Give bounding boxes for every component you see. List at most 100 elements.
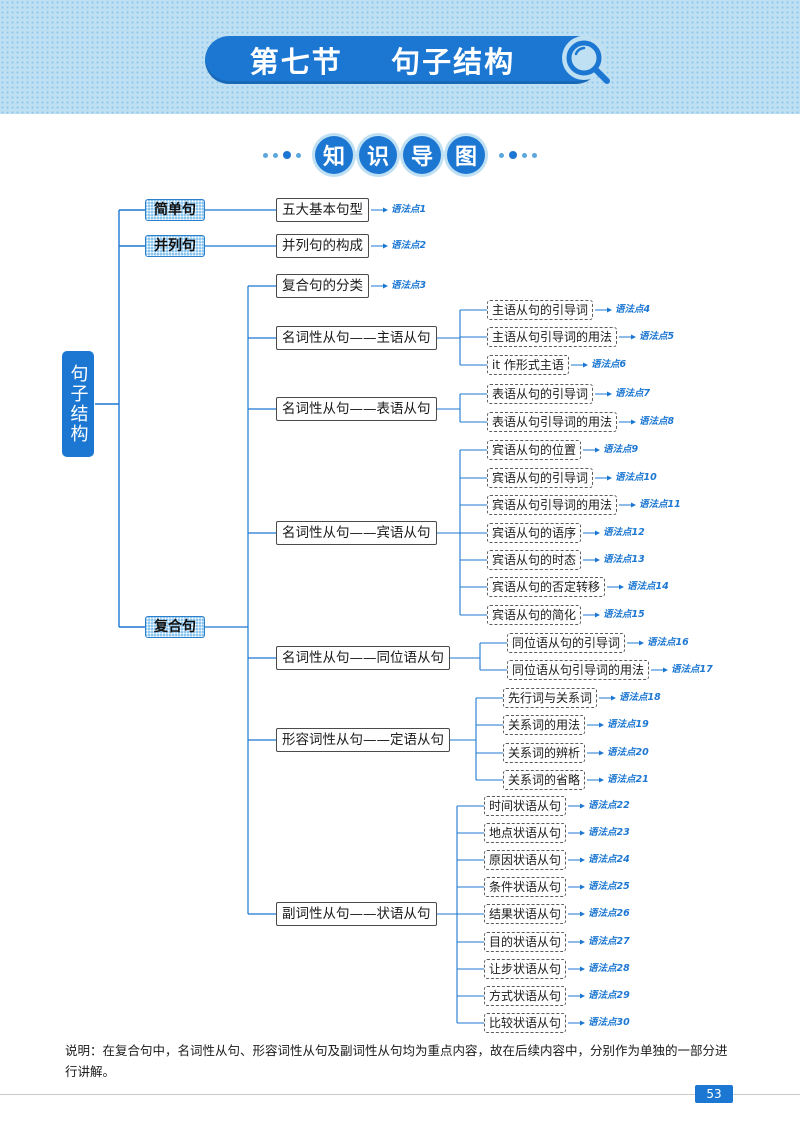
explanatory-note: 说明：在复合句中，名词性从句、形容词性从句及副词性从句均为重点内容，故在后续内容… [65,1040,737,1082]
magnifier-icon [562,36,610,84]
arrowhead-icon [583,362,588,368]
topic-node: 副词性从句——状语从句 [276,902,437,926]
grammar-point-ref: 语法点7 [615,388,651,399]
arrowhead-icon [580,884,585,890]
arrowhead-icon [619,584,624,590]
subtopic-node: 时间状语从句 [484,796,567,816]
topic-node: 名词性从句——主语从句 [276,326,437,350]
subtopic-node: 结果状语从句 [484,904,567,924]
subtopic-node: 宾语从句的时态 [487,550,582,570]
footer-rule [0,1094,800,1095]
grammar-point-ref: 语法点28 [588,963,630,974]
subtopic-node: 条件状语从句 [484,877,567,897]
arrowhead-icon [580,966,585,972]
decorative-dots-right [499,151,537,159]
topic-node: 形容词性从句——定语从句 [276,728,450,752]
subtopic-node: 比较状语从句 [484,1013,567,1033]
topic-node: 名词性从句——同位语从句 [276,646,450,670]
grammar-point-ref: 语法点25 [588,881,630,892]
subtopic-node: 主语从句引导词的用法 [487,327,618,347]
arrowhead-icon [607,475,612,481]
subtopic-node: 关系词的辨析 [503,743,586,763]
grammar-point-ref: 语法点18 [619,692,661,703]
heading-char: 知 [315,136,353,174]
grammar-point-ref: 语法点21 [607,774,649,785]
topic-node: 并列句的构成 [276,234,369,258]
grammar-point-ref: 语法点20 [607,747,649,758]
topic-node: 五大基本句型 [276,198,369,222]
grammar-point-ref: 语法点11 [639,499,681,510]
arrowhead-icon [595,557,600,563]
branch-node-1: 简单句 [145,199,205,221]
subtopic-node: 宾语从句引导词的用法 [487,495,618,515]
arrowhead-icon [580,993,585,999]
grammar-point-ref: 语法点3 [391,280,427,291]
subtopic-node: 先行词与关系词 [503,688,598,708]
arrowhead-icon [383,207,388,213]
arrowhead-icon [631,334,636,340]
grammar-point-ref: 语法点16 [647,637,689,648]
grammar-point-ref: 语法点23 [588,827,630,838]
topic-node: 名词性从句——宾语从句 [276,521,437,545]
arrowhead-icon [599,722,604,728]
grammar-point-ref: 语法点22 [588,800,630,811]
subtopic-node: 目的状语从句 [484,932,567,952]
grammar-point-ref: 语法点5 [639,331,675,342]
heading-char: 图 [447,136,485,174]
arrowhead-icon [611,695,616,701]
arrowhead-icon [595,612,600,618]
subtopic-node: 地点状语从句 [484,823,567,843]
grammar-point-ref: 语法点10 [615,472,657,483]
grammar-point-ref: 语法点17 [671,664,713,675]
arrowhead-icon [595,530,600,536]
subtopic-node: 同位语从句引导词的用法 [507,660,650,680]
subtopic-node: 关系词的省略 [503,770,586,790]
grammar-point-ref: 语法点4 [615,304,651,315]
subtopic-node: 宾语从句的引导词 [487,468,594,488]
arrowhead-icon [631,502,636,508]
arrowhead-icon [631,419,636,425]
grammar-point-ref: 语法点12 [603,527,645,538]
heading-char: 识 [359,136,397,174]
subtopic-node: 宾语从句的语序 [487,523,582,543]
topic-node: 复合句的分类 [276,274,369,298]
decorative-dots-left [263,151,301,159]
grammar-point-ref: 语法点24 [588,854,630,865]
arrowhead-icon [639,640,644,646]
grammar-point-ref: 语法点15 [603,609,645,620]
arrowhead-icon [607,307,612,313]
note-label: 说明： [65,1043,103,1058]
heading-char: 导 [403,136,441,174]
grammar-point-ref: 语法点13 [603,554,645,565]
arrowhead-icon [599,777,604,783]
arrowhead-icon [383,283,388,289]
subtopic-node: 方式状语从句 [484,986,567,1006]
arrowhead-icon [595,447,600,453]
subtopic-node: 宾语从句的否定转移 [487,577,606,597]
subtopic-node: 主语从句的引导词 [487,300,594,320]
subtopic-node: 关系词的用法 [503,715,586,735]
arrowhead-icon [580,830,585,836]
subtopic-node: it 作形式主语 [487,355,569,375]
grammar-point-ref: 语法点19 [607,719,649,730]
mindmap-root: 句子结构 [62,351,94,457]
grammar-point-ref: 语法点14 [627,581,669,592]
subtopic-node: 同位语从句的引导词 [507,633,626,653]
grammar-point-ref: 语法点29 [588,990,630,1001]
grammar-point-ref: 语法点2 [391,240,427,251]
grammar-point-ref: 语法点27 [588,936,630,947]
grammar-point-ref: 语法点9 [603,444,639,455]
page-number: 53 [695,1085,733,1103]
subtopic-node: 宾语从句的位置 [487,440,582,460]
arrowhead-icon [580,803,585,809]
subtopic-node: 原因状语从句 [484,850,567,870]
arrowhead-icon [663,667,668,673]
knowledge-map-heading: 知 识 导 图 [240,133,560,177]
arrowhead-icon [580,857,585,863]
section-title: 第七节 句子结构 [249,45,516,79]
subtopic-node: 让步状语从句 [484,959,567,979]
section-title-banner: 第七节 句子结构 [205,36,610,84]
arrowhead-icon [580,1020,585,1026]
arrowhead-icon [599,750,604,756]
